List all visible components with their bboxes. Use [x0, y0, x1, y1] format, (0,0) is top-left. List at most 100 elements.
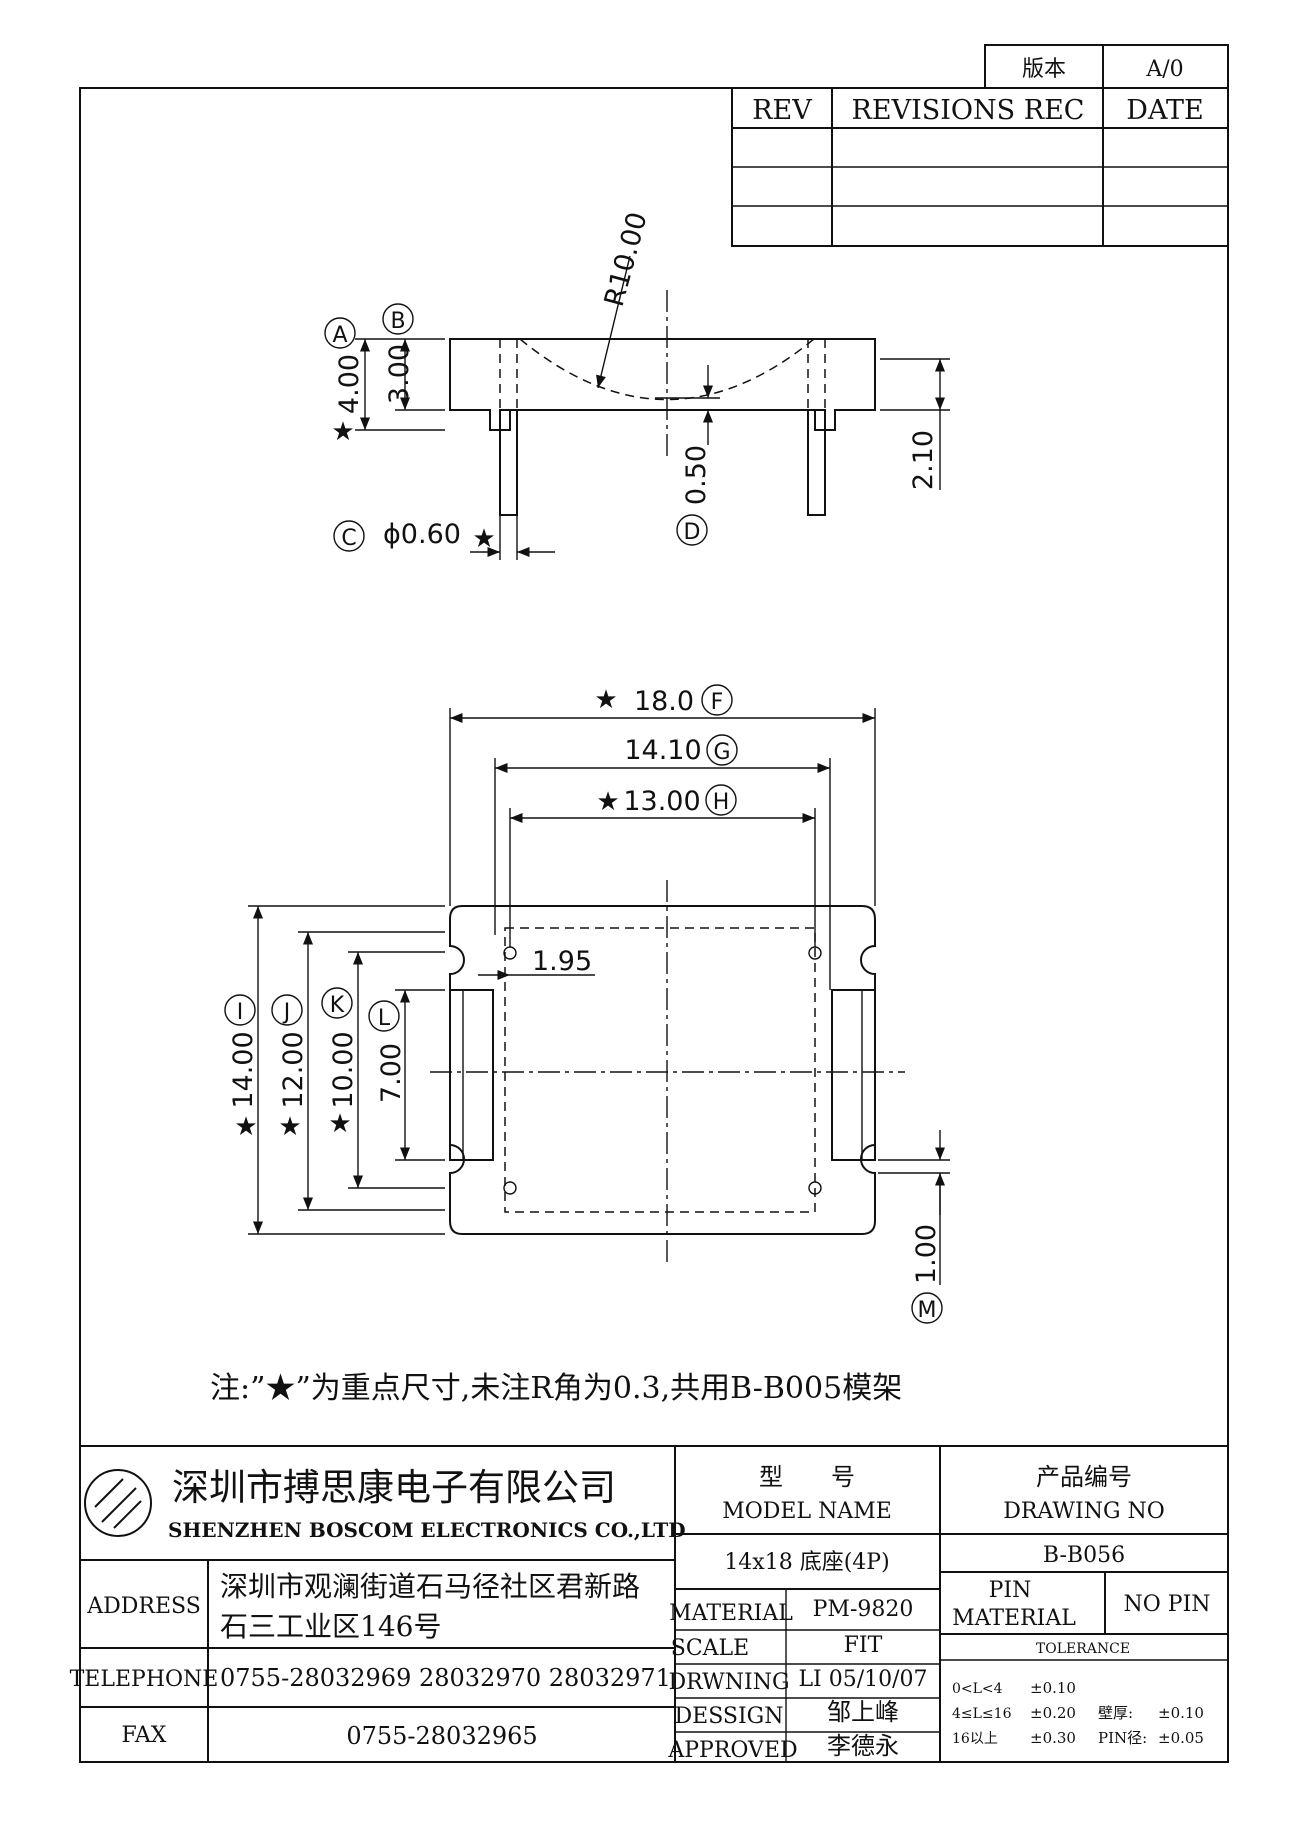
dim-a-value: 4.00 [334, 354, 365, 414]
revisions-column-header: REVISIONS REC [852, 95, 1085, 126]
drawn-by-label: DRWNING [668, 1670, 789, 1695]
dim-b-value: 3.00 [384, 344, 415, 404]
date-column-header: DATE [1126, 95, 1203, 126]
scale-value: FIT [844, 1633, 883, 1658]
svg-text:L: L [378, 1006, 391, 1031]
svg-text:K: K [330, 993, 345, 1018]
marker-j: J [271, 994, 303, 1026]
tol-row2-value: ±0.20 [1030, 1704, 1076, 1722]
drawing-no-value: B-B056 [1043, 1543, 1125, 1568]
top-view-outline [449, 905, 876, 1235]
pin-diameter-label: PIN径: [1098, 1729, 1147, 1747]
drawing-note: 注:”★”为重点尺寸,未注R角为0.3,共用B-B005模架 [210, 1371, 902, 1406]
approved-value: 李德永 [827, 1732, 899, 1760]
pin-material-label-2: MATERIAL [952, 1606, 1076, 1631]
top-view-slot-right [831, 989, 876, 1161]
marker-k: K [321, 987, 353, 1019]
marker-m: M [911, 1292, 943, 1324]
dim-k-value: 10.00 [328, 1031, 359, 1108]
svg-text:G: G [713, 740, 730, 765]
pin-material-value: NO PIN [1123, 1592, 1210, 1617]
material-value: PM-9820 [813, 1597, 914, 1622]
tol-row3-range: 16以上 [952, 1731, 998, 1747]
star-i: ★ [234, 1112, 257, 1142]
drawn-by-value: LI 05/10/07 [798, 1667, 927, 1692]
tol-row3-value: ±0.30 [1030, 1729, 1076, 1747]
tol-row1-value: ±0.10 [1030, 1679, 1076, 1697]
side-view-pin-left [499, 409, 518, 516]
tol-row2-range: 4≤L≤16 [952, 1706, 1012, 1722]
star-j: ★ [278, 1112, 301, 1142]
marker-l: L [368, 1000, 400, 1032]
side-view-body [449, 338, 876, 431]
rev-column-header: REV [752, 95, 812, 126]
version-value: A/0 [1145, 57, 1183, 82]
company-name-cn: 深圳市搏思康电子有限公司 [172, 1466, 616, 1509]
approved-label: APPROVED [667, 1738, 797, 1763]
dim-right-value: 2.10 [908, 430, 939, 490]
top-view-slot-left [449, 989, 494, 1161]
dim-i-value: 14.00 [228, 1031, 259, 1108]
marker-g: G [706, 734, 738, 766]
side-view: R10.00 4.00 3.00 2.10 0.50 ϕ0.60 A [324, 209, 950, 560]
side-view-pin-right [807, 409, 826, 516]
design-label: DESSIGN [675, 1704, 784, 1729]
revision-table: 版本 A/0 REV REVISIONS REC DATE [731, 44, 1229, 247]
marker-d: D [676, 514, 708, 546]
tolerance-label: TOLERANCE [1036, 1641, 1130, 1657]
tol-row1-range: 0<L<4 [952, 1681, 1003, 1697]
telephone-value: 0755-28032969 28032970 28032971 [220, 1664, 671, 1692]
svg-text:A: A [332, 323, 347, 348]
dim-m-value: 1.00 [911, 1224, 942, 1284]
version-label: 版本 [1022, 57, 1066, 82]
svg-text:H: H [713, 790, 730, 815]
marker-c: C [333, 520, 365, 552]
pin-material-label-1: PIN [989, 1578, 1032, 1603]
title-block: 深圳市搏思康电子有限公司 SHENZHEN BOSCOM ELECTRONICS… [70, 1445, 1229, 1763]
star-c: ★ [472, 524, 495, 554]
star-k: ★ [328, 1109, 351, 1139]
pin-diameter-value: ±0.05 [1158, 1729, 1204, 1747]
svg-text:D: D [684, 520, 701, 545]
marker-b: B [382, 303, 414, 335]
address-line1: 深圳市观澜街道石马径社区君新路 [220, 1570, 640, 1603]
star-h: ★ [596, 787, 619, 817]
svg-text:J: J [282, 1000, 291, 1025]
wall-thickness-label: 壁厚: [1098, 1704, 1133, 1722]
address-line2: 石三工业区146号 [220, 1610, 441, 1643]
fax-value: 0755-28032965 [346, 1722, 537, 1750]
company-logo [84, 1469, 152, 1537]
svg-text:B: B [390, 309, 405, 334]
svg-text:M: M [918, 1298, 937, 1323]
company-name-en: SHENZHEN BOSCOM ELECTRONICS CO.,LTD [168, 1518, 686, 1542]
telephone-label: TELEPHONE [70, 1667, 219, 1692]
star-a: ★ [331, 417, 354, 447]
svg-text:I: I [237, 1000, 244, 1025]
pin-hole [503, 1181, 517, 1195]
model-value: 14x18 底座(4P) [724, 1550, 889, 1575]
model-label-cn: 型 号 [759, 1463, 855, 1491]
svg-text:C: C [341, 526, 356, 551]
dim-d-value: 0.50 [681, 445, 712, 505]
wall-thickness-value: ±0.10 [1158, 1704, 1204, 1722]
dim-pin-offset-value: 1.95 [532, 946, 592, 977]
marker-a: A [324, 317, 356, 349]
dim-f-value: 18.0 [634, 686, 694, 717]
marker-i: I [224, 994, 256, 1026]
pin-hole [808, 1181, 822, 1195]
top-view: ★ 18.0 F 14.10 G ★ 13.00 H 1.95 [224, 684, 950, 1324]
radius-label: R10.00 [599, 209, 654, 310]
address-label: ADDRESS [86, 1594, 201, 1619]
drawing-no-label-en: DRAWING NO [1003, 1499, 1165, 1524]
dim-g-value: 14.10 [624, 735, 701, 766]
dim-l-value: 7.00 [376, 1043, 407, 1103]
fax-label: FAX [122, 1723, 167, 1748]
model-label-en: MODEL NAME [722, 1499, 892, 1524]
marker-h: H [705, 784, 737, 816]
svg-text:F: F [711, 690, 724, 715]
marker-f: F [701, 684, 733, 716]
drawing-no-label-cn: 产品编号 [1036, 1463, 1132, 1491]
scale-label: SCALE [671, 1636, 749, 1661]
material-label: MATERIAL [669, 1601, 793, 1626]
